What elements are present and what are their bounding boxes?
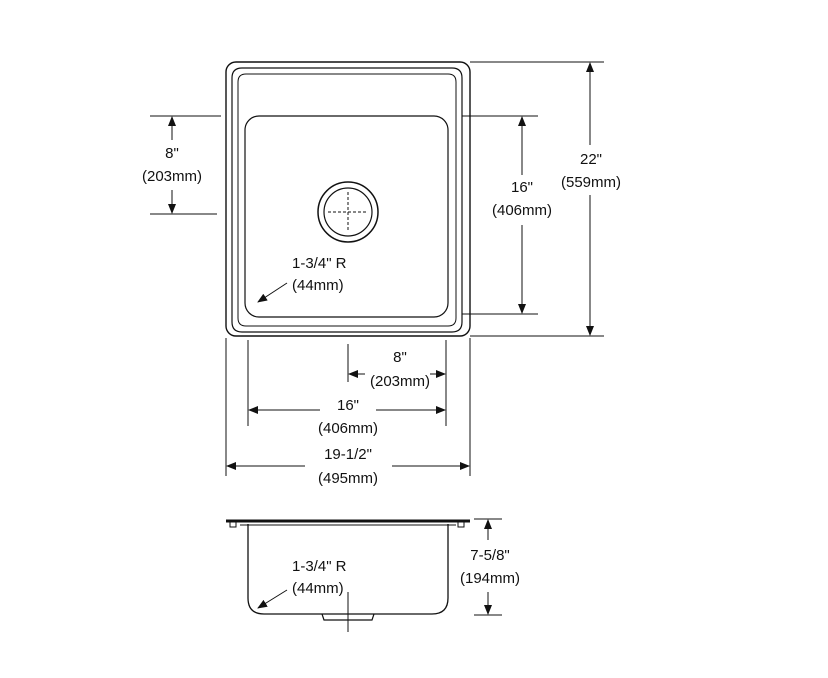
dim-overall-height-inches: 22": [580, 151, 602, 168]
dim-drain-offset: 8" (203mm): [347, 340, 447, 426]
depth-mm: (194mm): [460, 570, 520, 587]
sink-bowl: [244, 115, 449, 318]
sink-rim-inner: [231, 67, 463, 333]
depth-inches: 7-5/8": [470, 547, 510, 564]
corner-radius-inches: 1-3/4" R: [292, 255, 347, 272]
dim-depth: 7-5/8" (194mm): [460, 518, 520, 616]
drain-icon: [317, 181, 379, 243]
side-corner-radius-inches: 1-3/4" R: [292, 558, 347, 575]
dim-corner-radius-side: 1-3/4" R (44mm): [257, 558, 347, 609]
dim-inner-height-mm: (406mm): [492, 202, 552, 219]
rim-clip-left: [229, 521, 237, 528]
inner-width-mm: (406mm): [318, 420, 378, 437]
dim-overall-width: 19-1/2" (495mm): [225, 338, 471, 487]
dim-overall-height-mm: (559mm): [561, 174, 621, 191]
dim-inner-width: 16" (406mm): [247, 340, 446, 437]
sink-rim-outer: [225, 61, 471, 337]
dim-left-8in: 8" (203mm): [142, 115, 221, 215]
overall-width-inches: 19-1/2": [324, 446, 372, 463]
dim-corner-radius-top: 1-3/4" R (44mm): [257, 255, 347, 303]
dim-inner-height-inches: 16": [511, 179, 533, 196]
side-view: 1-3/4" R (44mm) 7-5/8" (194mm): [226, 518, 520, 632]
dim-left-inches: 8": [165, 145, 179, 162]
rim-clip-right: [457, 521, 465, 528]
overall-width-mm: (495mm): [318, 470, 378, 487]
drain-offset-inches: 8": [393, 349, 407, 366]
dim-left-mm: (203mm): [142, 168, 202, 185]
inner-width-inches: 16": [337, 397, 359, 414]
corner-radius-mm: (44mm): [292, 277, 344, 294]
side-corner-radius-mm: (44mm): [292, 580, 344, 597]
dim-inner-height: 16" (406mm): [462, 115, 552, 315]
drain-offset-mm: (203mm): [370, 373, 430, 390]
sink-ledge-line: [237, 73, 457, 327]
dim-overall-height: 22" (559mm): [470, 61, 621, 337]
top-view: 8" (203mm) 16" (406mm) 22" (559mm) 1-3/4…: [142, 61, 621, 487]
